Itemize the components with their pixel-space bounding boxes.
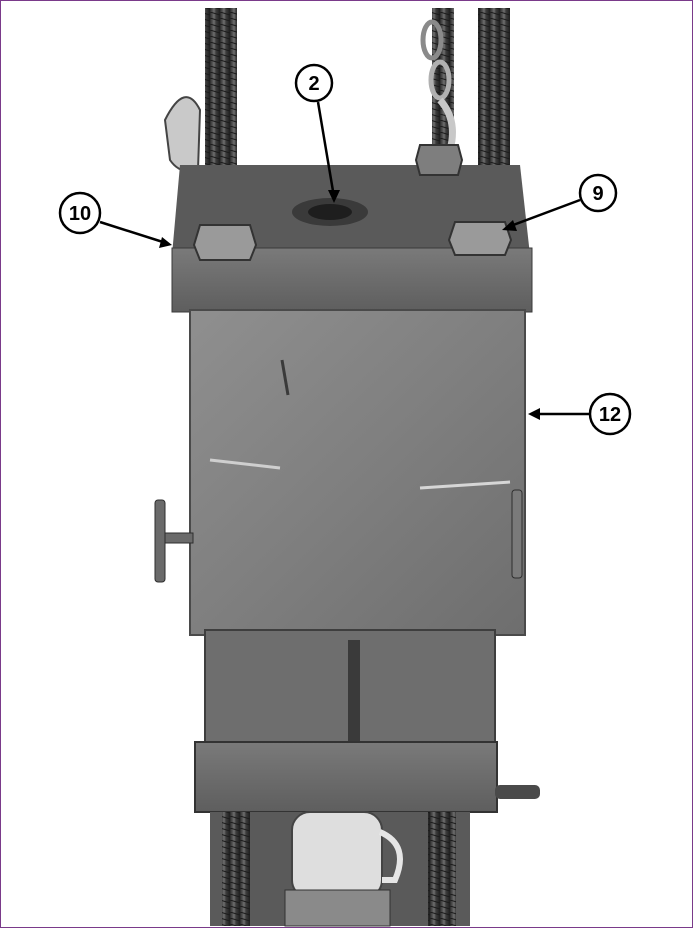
left-hook (163, 96, 202, 173)
callout-2-label: 2 (308, 73, 319, 95)
hydraulic-cylinder (291, 811, 383, 899)
nut-left (192, 224, 258, 261)
nut-right (447, 221, 513, 256)
callout-12: 12 (528, 392, 632, 436)
callout-10: 10 (58, 191, 172, 248)
bottom-plate (194, 741, 540, 813)
lower-frame (210, 811, 470, 927)
callout-9: 9 (502, 173, 618, 231)
callout-10-label: 10 (69, 203, 91, 225)
callout-2: 2 (294, 63, 340, 203)
upper-cover-box (189, 309, 526, 636)
top-plate (171, 144, 533, 313)
right-valve-handle (511, 489, 523, 579)
left-valve-handle (154, 499, 194, 583)
callout-12-label: 12 (599, 404, 621, 426)
callout-9-label: 9 (592, 183, 603, 205)
